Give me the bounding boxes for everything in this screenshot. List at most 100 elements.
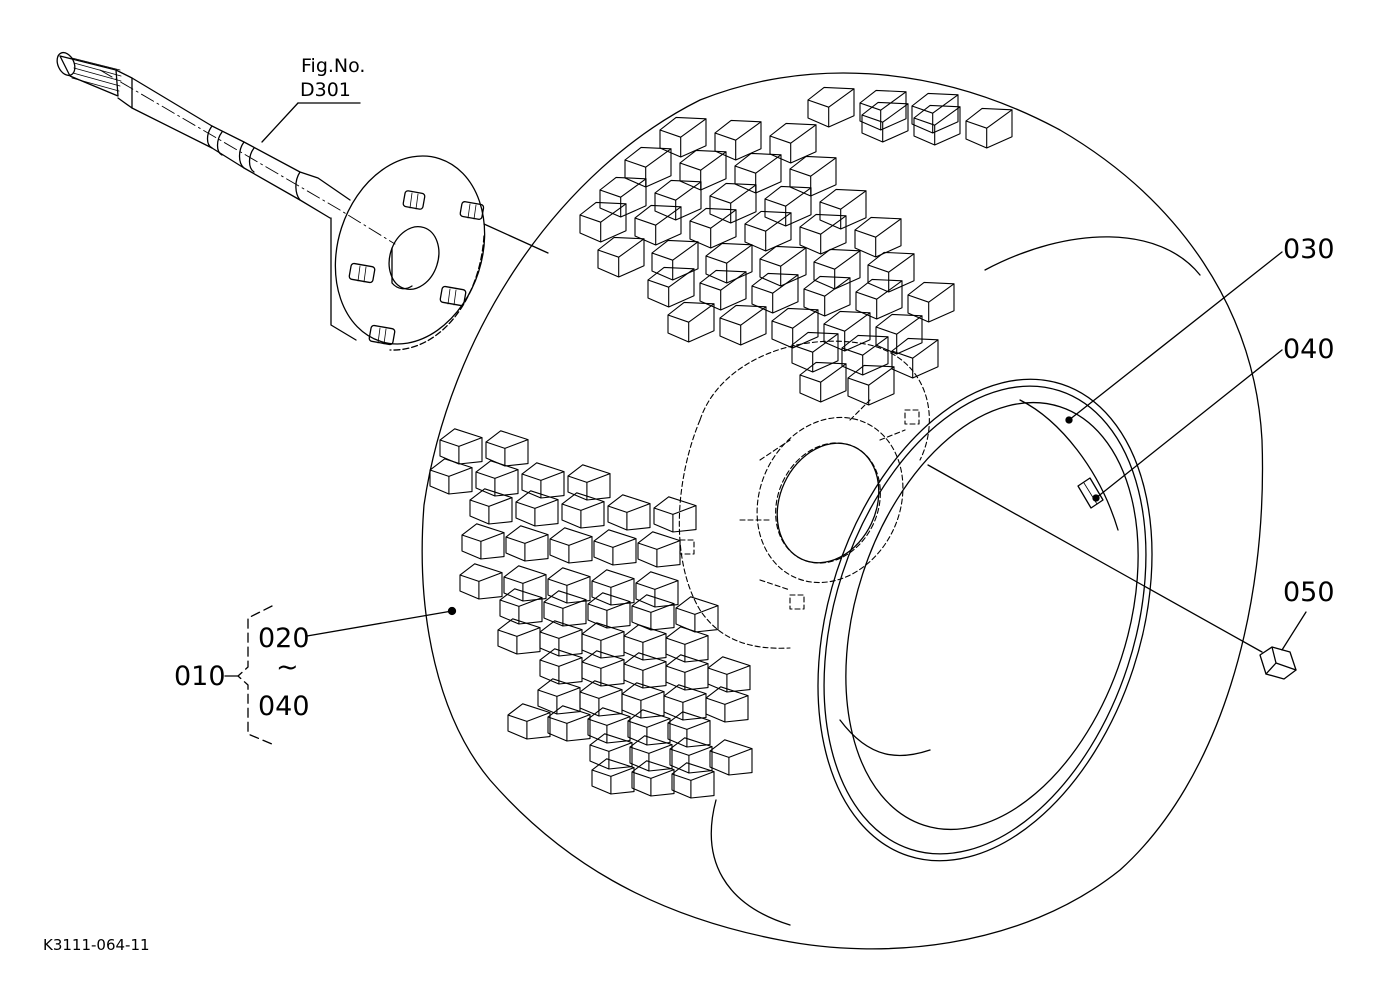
tread-lug xyxy=(521,462,565,499)
tread-lug xyxy=(651,239,699,281)
tread-lug xyxy=(539,620,583,657)
wheel-hub-flange-icon xyxy=(330,155,486,351)
tread-lug xyxy=(599,176,647,218)
tread-lug xyxy=(841,334,889,376)
tread-lug xyxy=(621,682,665,719)
tread-lug xyxy=(547,705,591,742)
tread-lug xyxy=(587,592,631,629)
tread-lug xyxy=(497,618,541,655)
tread-lug xyxy=(637,531,681,568)
hub-stud-icon xyxy=(348,262,376,284)
range-tilde: ~ xyxy=(276,652,299,683)
tread-lug xyxy=(581,622,625,659)
tread-lug xyxy=(875,313,923,355)
callout-040-range[interactable]: 040 xyxy=(258,691,310,722)
tread-lug xyxy=(439,428,483,465)
tread-lug xyxy=(665,626,709,663)
tread-lug xyxy=(591,569,635,606)
tread-lug xyxy=(663,684,707,721)
tread-lug xyxy=(667,711,711,748)
tread-lug xyxy=(759,245,807,287)
tread-lug xyxy=(791,331,839,373)
tread-lug xyxy=(847,364,895,406)
tread-lug xyxy=(653,496,697,533)
tread-lug xyxy=(859,89,907,131)
tread-lug xyxy=(631,760,675,797)
tread-lug xyxy=(654,179,702,221)
tread-lug xyxy=(867,251,915,293)
tread-lug xyxy=(891,337,939,379)
tread-lug xyxy=(624,146,672,188)
hub-stud-icon xyxy=(439,285,467,307)
tread-lug xyxy=(709,182,757,224)
callout-020[interactable]: 020 xyxy=(258,623,310,654)
tread-lug xyxy=(854,216,902,258)
tread-lug xyxy=(505,525,549,562)
tread-lug xyxy=(679,149,727,191)
tread-lug xyxy=(799,213,847,255)
tread-lug xyxy=(667,301,715,343)
tread-lug xyxy=(907,281,955,323)
tread-lug xyxy=(593,529,637,566)
leader-lines xyxy=(224,251,1307,745)
tread-lug xyxy=(547,567,591,604)
tread-lug xyxy=(913,104,961,146)
tread-lug xyxy=(861,101,909,143)
tread-lug xyxy=(461,523,505,560)
fig-no-value[interactable]: D301 xyxy=(300,79,351,101)
hub-stud-icon xyxy=(368,324,396,346)
drawing-code: K3111-064-11 xyxy=(43,936,150,954)
tread-lug xyxy=(631,594,675,631)
callout-040[interactable]: 040 xyxy=(1283,334,1335,365)
tread-lug xyxy=(647,266,695,308)
tread-lug xyxy=(719,304,767,346)
tread-lug xyxy=(635,571,679,608)
tread-lug xyxy=(485,430,529,467)
wheel-rim-icon xyxy=(817,378,1153,862)
hub-stud-icon xyxy=(459,201,485,220)
tread-pattern-lower xyxy=(429,428,753,799)
tread-lug xyxy=(579,201,627,243)
tread-lug xyxy=(744,210,792,252)
wheel-nut-icon xyxy=(1259,646,1297,680)
tread-lug xyxy=(764,185,812,227)
callout-010[interactable]: 010 xyxy=(174,661,226,692)
tread-lug xyxy=(587,707,631,744)
tread-lug xyxy=(823,310,871,352)
fig-no-leader xyxy=(261,102,361,143)
tread-lug xyxy=(699,269,747,311)
tread-lug xyxy=(475,460,519,497)
tread-lug xyxy=(799,361,847,403)
tread-lug xyxy=(965,107,1013,149)
tread-lug xyxy=(911,92,959,134)
tread-lug xyxy=(855,278,903,320)
axle-shaft-icon xyxy=(56,51,396,245)
tread-lug xyxy=(459,563,503,600)
tread-lug xyxy=(507,703,551,740)
tread-lug xyxy=(429,458,473,495)
fig-no-label: Fig.No. xyxy=(301,55,366,77)
tread-lug xyxy=(567,464,611,501)
tread-lug xyxy=(675,596,719,633)
tread-lug xyxy=(807,86,855,128)
tread-lug xyxy=(813,248,861,290)
tread-lug xyxy=(709,739,753,776)
tread-lug xyxy=(671,762,715,799)
tread-lug xyxy=(734,152,782,194)
tread-lug xyxy=(549,527,593,564)
tread-lug xyxy=(705,242,753,284)
callout-050[interactable]: 050 xyxy=(1283,577,1335,608)
tread-lug xyxy=(789,155,837,197)
tread-pattern-upper xyxy=(579,86,1013,406)
tread-lug xyxy=(469,488,513,525)
tread-lug xyxy=(751,272,799,314)
callout-030[interactable]: 030 xyxy=(1283,234,1335,265)
tread-lug xyxy=(515,490,559,527)
tread-lug xyxy=(597,236,645,278)
flange-leader xyxy=(483,223,549,254)
tread-lug xyxy=(561,492,605,529)
hub-stud-icon xyxy=(402,190,426,210)
tread-lug xyxy=(819,188,867,230)
tread-lug xyxy=(623,624,667,661)
